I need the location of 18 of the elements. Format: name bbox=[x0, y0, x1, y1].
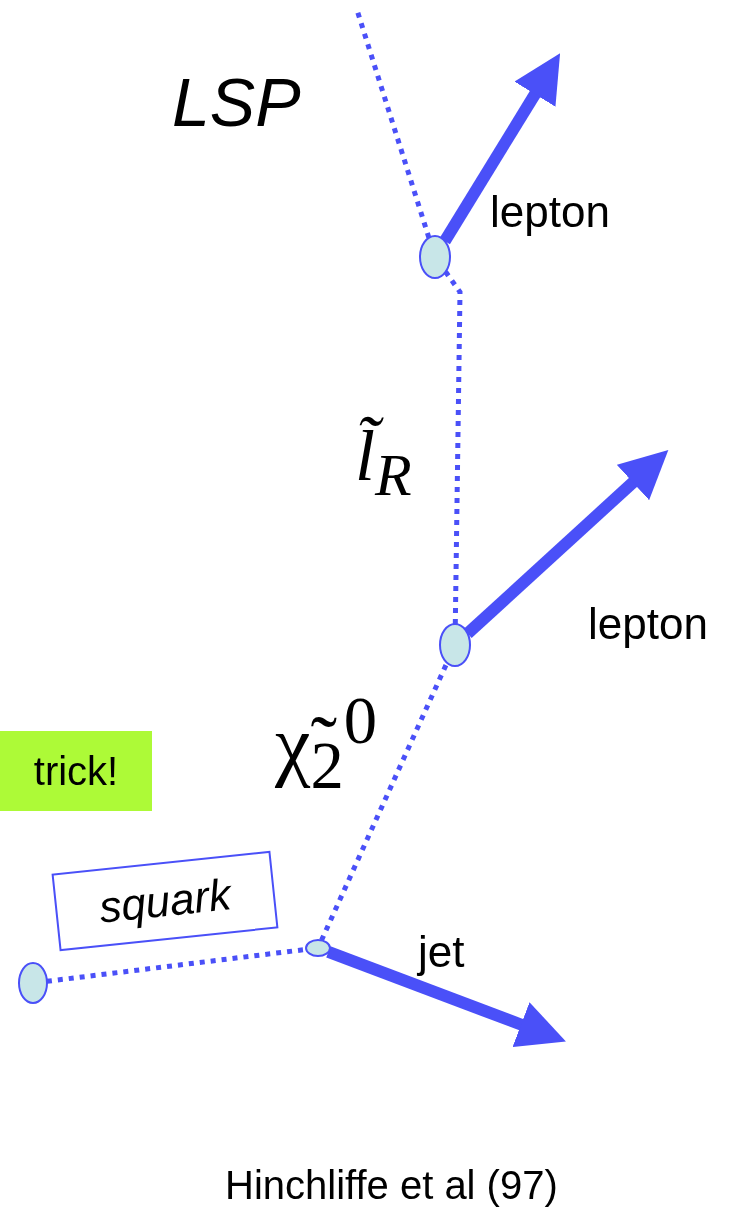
dotted-line bbox=[319, 661, 450, 942]
vertex-marker bbox=[419, 235, 451, 279]
box-text: trick! bbox=[33, 751, 119, 791]
vertex-marker bbox=[305, 939, 331, 957]
edge-label: LSP bbox=[172, 68, 301, 136]
dotted-line bbox=[443, 270, 463, 625]
box-text: squark bbox=[97, 872, 233, 930]
arrow bbox=[463, 450, 669, 638]
edge-label: lepton bbox=[588, 602, 708, 646]
highlight-box bbox=[0, 731, 152, 811]
vertex-marker bbox=[18, 962, 48, 1004]
edge-label: lepton bbox=[490, 190, 610, 234]
dotted-line bbox=[354, 9, 432, 239]
arrow bbox=[326, 946, 566, 1048]
citation-caption: Hinchliffe et al (97) bbox=[225, 1165, 558, 1205]
edge-label: jet bbox=[418, 930, 465, 974]
arrow bbox=[439, 53, 561, 245]
vertex-marker bbox=[439, 623, 471, 667]
